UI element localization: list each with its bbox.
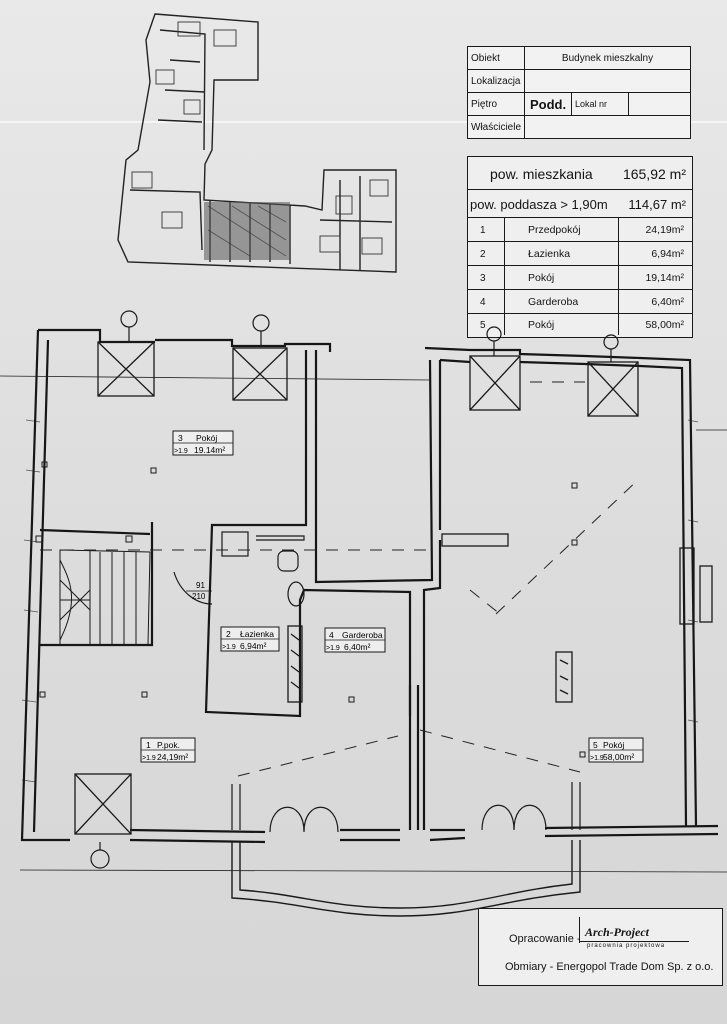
- label-lokalizacja: Lokalizacja: [466, 69, 526, 93]
- svg-text:Łazienka: Łazienka: [240, 629, 274, 639]
- apartment-area-value: 165,92 m²: [622, 166, 686, 182]
- svg-text:>1.9: >1.9: [174, 448, 188, 455]
- svg-text:5: 5: [593, 740, 598, 750]
- value-lokal-nr: [628, 92, 691, 116]
- value-wlasciciele: [524, 115, 691, 139]
- value-pietro: Podd.: [524, 92, 573, 116]
- prepared-by-label: Opracowanie -: [509, 933, 581, 945]
- attic-area-value: 114,67 m²: [628, 196, 686, 212]
- svg-text:3: 3: [178, 433, 183, 443]
- room-label-4: 4 Garderoba >1.9 6,40m²: [324, 627, 386, 653]
- room-row: 4 Garderoba 6,40m²: [480, 296, 684, 308]
- svg-text:2: 2: [226, 629, 231, 639]
- room-label-5: 5 Pokój >1.9 58,00m²: [588, 737, 644, 763]
- value-obiekt: Budynek mieszkalny: [524, 46, 691, 70]
- value-lokalizacja: [524, 69, 691, 93]
- svg-text:>1.9: >1.9: [326, 645, 340, 652]
- svg-text:24,19m²: 24,19m²: [157, 752, 188, 762]
- attic-area-label: pow. poddasza > 1,90m: [470, 196, 608, 212]
- room-row: 1 Przedpokój 24,19m²: [480, 224, 684, 236]
- svg-text:6,94m²: 6,94m²: [240, 641, 267, 651]
- paper-fold-line: [0, 121, 727, 123]
- credit-box: Opracowanie - Arch-Project pracownia pro…: [478, 908, 723, 986]
- apartment-area-label: pow. mieszkania: [490, 166, 593, 182]
- arch-project-logo: Arch-Project: [585, 925, 649, 939]
- survey-by-text: Obmiary - Energopol Trade Dom Sp. z o.o.: [505, 961, 714, 973]
- room-row: 5 Pokój 58,00m²: [480, 319, 684, 331]
- svg-text:>1.9: >1.9: [142, 755, 156, 762]
- svg-text:58,00m²: 58,00m²: [603, 752, 634, 762]
- label-wlasciciele: Właściciele: [466, 115, 526, 139]
- svg-text:91: 91: [196, 581, 205, 590]
- svg-text:210: 210: [192, 592, 206, 601]
- room-label-2: 2 Łazienka >1.9 6,94m²: [220, 626, 280, 652]
- svg-text:P.pok.: P.pok.: [157, 740, 180, 750]
- svg-text:19.14m²: 19.14m²: [194, 445, 225, 455]
- room-label-1: 1 P.pok. >1.9 24,19m²: [140, 737, 196, 763]
- area-summary-table: pow. mieszkania 165,92 m² pow. poddasza …: [467, 156, 693, 338]
- svg-text:Pokój: Pokój: [603, 740, 624, 750]
- svg-text:Pokój: Pokój: [196, 433, 217, 443]
- svg-text:Garderoba: Garderoba: [342, 630, 383, 640]
- svg-text:>1.9: >1.9: [590, 755, 604, 762]
- header-table: Obiekt Budynek mieszkalny Lokalizacja Pi…: [466, 46, 691, 139]
- room-row: 2 Łazienka 6,94m²: [480, 248, 684, 260]
- svg-text:4: 4: [329, 630, 334, 640]
- svg-text:>1.9: >1.9: [222, 644, 236, 651]
- svg-text:6,40m²: 6,40m²: [344, 642, 371, 652]
- door-dimension: 91 210: [186, 581, 212, 601]
- room-label-3: 3 Pokój >1.9 19.14m²: [172, 430, 234, 456]
- arch-project-subtitle: pracownia projektowa: [587, 943, 666, 949]
- svg-text:1: 1: [146, 740, 151, 750]
- room-row: 3 Pokój 19,14m²: [480, 272, 684, 284]
